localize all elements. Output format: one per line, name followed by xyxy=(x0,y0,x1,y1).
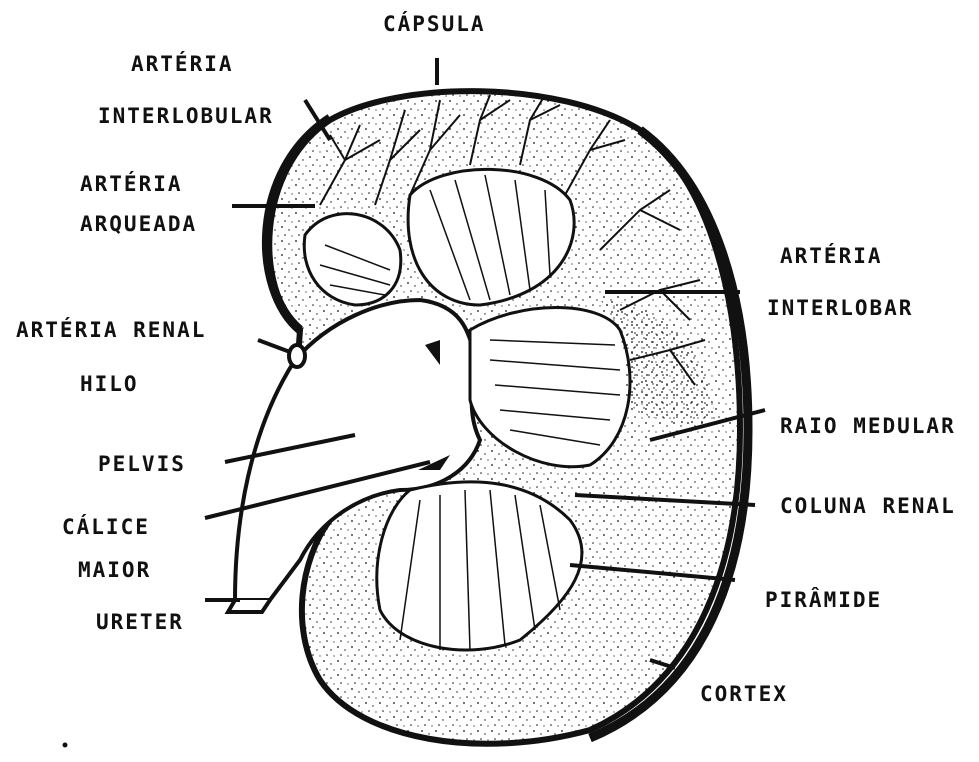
label-arteria-interlobular-line2: INTERLOBULAR xyxy=(98,104,274,128)
label-calice-maior-line1: CÁLICE xyxy=(62,515,150,539)
label-cortex: CORTEX xyxy=(700,682,788,706)
label-arteria-arqueada-line1: ARTÉRIA xyxy=(80,172,183,196)
label-coluna-renal: COLUNA RENAL xyxy=(780,494,956,518)
label-arteria-interlobar-line2: INTERLOBAR xyxy=(767,296,913,320)
label-raio-medular: RAIO MEDULAR xyxy=(780,414,956,438)
label-piramide: PIRÂMIDE xyxy=(765,588,882,612)
label-arteria-interlobular-line1: ARTÉRIA xyxy=(131,52,234,76)
label-arteria-interlobar-line1: ARTÉRIA xyxy=(780,244,883,268)
label-hilo: HILO xyxy=(80,372,139,396)
label-arteria-renal: ARTÉRIA RENAL xyxy=(16,318,206,342)
label-ureter: URETER xyxy=(96,610,184,634)
label-calice-maior-line2: MAIOR xyxy=(78,558,151,582)
renal-artery-vessel xyxy=(289,345,305,367)
label-pelvis: PELVIS xyxy=(98,452,186,476)
label-arteria-arqueada-line2: ARQUEADA xyxy=(80,212,197,236)
label-capsula: CÁPSULA xyxy=(383,12,486,36)
